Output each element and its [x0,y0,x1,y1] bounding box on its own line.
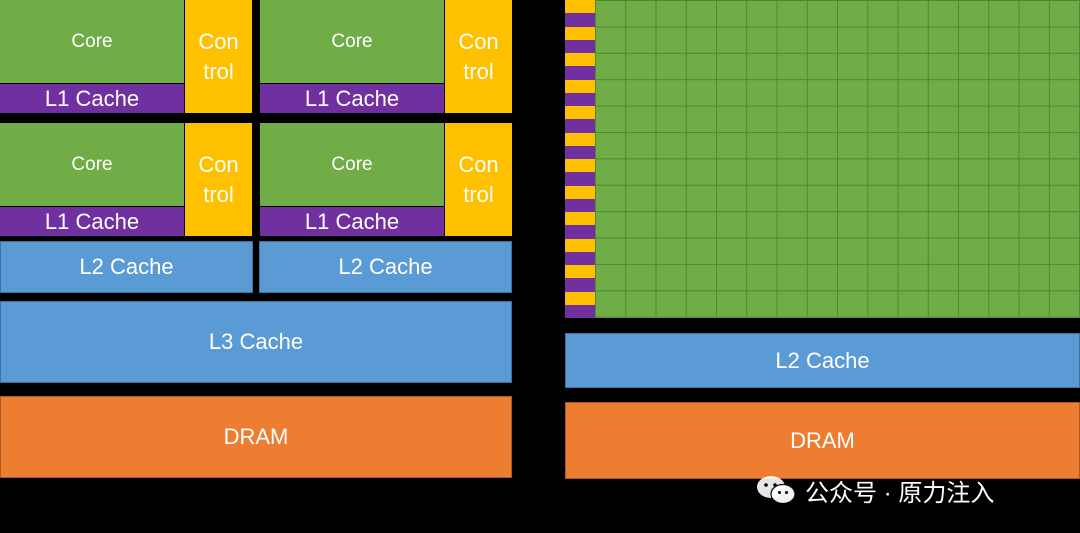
gpu-control-cache-stripe [565,0,595,318]
control-label-line2: trol [203,181,234,207]
control-block: Con trol [445,123,512,236]
gpu-control-cell [565,0,595,14]
gpu-l1-cell [565,66,595,80]
core-block: Core [0,123,184,206]
watermark: 公众号 · 原力注入 [755,472,994,508]
core-block: Core [260,0,444,83]
control-label-line1: Con [458,28,499,54]
gpu-control-cell [565,132,595,146]
control-block: Con trol [445,0,512,113]
control-block: Con trol [185,123,252,236]
gpu-control-cell [565,185,595,199]
watermark-text: 公众号 · 原力注入 [805,479,995,507]
control-label-line2: trol [203,58,234,84]
cpu-l2-cache-block: L2 Cache [0,241,253,293]
gpu-l1-cell [565,13,595,27]
gpu-l1-cell [565,251,595,265]
cpu-l2-cache-block: L2 Cache [259,241,512,293]
gpu-control-cell [565,238,595,252]
gpu-l1-cell [565,92,595,106]
control-label-line2: trol [463,58,494,84]
l2-cache-label: L2 Cache [79,254,174,279]
gpu-control-cell [565,53,595,67]
l1-cache-label: L1 Cache [304,85,400,111]
gpu-l1-cell [565,172,595,186]
control-label-line1: Con [198,151,239,177]
gpu-alu-grid [595,0,1080,318]
gpu-control-cell [565,106,595,120]
l1-cache-block: L1 Cache [260,207,444,236]
gpu-l1-cell [565,39,595,53]
control-label-line1: Con [458,151,499,177]
control-block: Con trol [185,0,252,113]
l1-cache-label: L1 Cache [304,208,400,234]
gpu-control-cell [565,159,595,173]
core-label: Core [331,30,373,52]
cpu-dram-block: DRAM [0,396,512,478]
l1-cache-label: L1 Cache [44,208,140,234]
dram-label: DRAM [223,424,289,449]
gpu-dram-block: DRAM [565,402,1080,479]
core-block: Core [0,0,184,83]
gpu-control-cell [565,26,595,40]
gpu-l1-cell [565,304,595,318]
wechat-icon [757,476,796,505]
l1-cache-block: L1 Cache [260,84,444,113]
core-label: Core [71,30,113,52]
control-label-line2: trol [463,181,494,207]
l2-cache-label: L2 Cache [338,254,433,279]
gpu-l1-cell [565,145,595,159]
gpu-l1-cell [565,198,595,212]
l2-cache-label: L2 Cache [775,347,870,373]
gpu-control-cell [565,265,595,279]
gpu-l1-cell [565,119,595,133]
core-label: Core [71,153,113,175]
gpu-control-cell [565,79,595,93]
dram-label: DRAM [790,427,855,453]
l1-cache-block: L1 Cache [0,84,184,113]
gpu-l2-cache-block: L2 Cache [565,333,1080,388]
l3-cache-label: L3 Cache [208,329,304,354]
control-label-line1: Con [198,28,239,54]
gpu-control-cell [565,212,595,226]
cpu-l3-cache-block: L3 Cache [0,301,512,383]
l1-cache-block: L1 Cache [0,207,184,236]
gpu-control-cell [565,291,595,305]
gpu-l1-cell [565,278,595,292]
l1-cache-label: L1 Cache [44,85,140,111]
gpu-l1-cell [565,225,595,239]
core-label: Core [331,153,373,175]
core-block: Core [260,123,444,206]
